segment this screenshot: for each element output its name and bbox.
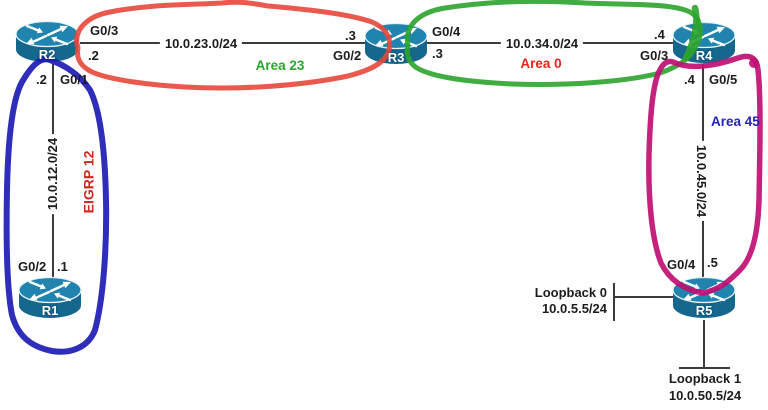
ip-label-r1-dot1: .1 [57, 259, 68, 274]
subnet-label-10-0-45: 10.0.45.0/24 [692, 140, 710, 222]
if-label-r1-g02: G0/2 [18, 259, 47, 274]
eigrp-12-label: EIGRP 12 [80, 150, 97, 214]
loopback1-subnet: 10.0.50.5/24 [668, 388, 742, 403]
router-label-r5: R5 [695, 303, 713, 318]
area-0-loop-stroke-end [682, 4, 700, 62]
if-label-r4-g05: G0/5 [709, 72, 738, 87]
router-label-r2: R2 [38, 47, 56, 62]
router-label-r4: R4 [695, 48, 713, 63]
ip-label-r4-dot4-left: .4 [654, 27, 665, 42]
link-lines [52, 42, 730, 369]
loopback0-subnet: 10.0.5.5/24 [541, 301, 607, 316]
if-label-r2-g01: G0/1 [60, 72, 89, 87]
area-0-loop [404, 0, 703, 88]
area-23-label: Area 23 [255, 58, 305, 73]
ip-label-r3-dot3-left: .3 [345, 28, 356, 43]
router-label-r1: R1 [41, 303, 59, 318]
if-label-r3-g04: G0/4 [432, 24, 461, 39]
area-0-label: Area 0 [520, 56, 562, 71]
loopback1-name: Loopback 1 [668, 371, 742, 386]
ip-label-r2-dot2: .2 [88, 48, 99, 63]
area-23-loop [74, 0, 393, 91]
if-label-r3-g02: G0/2 [333, 48, 362, 63]
if-label-r4-g03: G0/3 [640, 48, 669, 63]
if-label-r5-g04: G0/4 [667, 257, 696, 272]
if-label-r2-g03: G0/3 [90, 23, 119, 38]
subnet-label-10-0-34: 10.0.34.0/24 [500, 36, 584, 53]
subnet-label-10-0-23: 10.0.23.0/24 [159, 36, 243, 53]
loopback0-name: Loopback 0 [534, 285, 607, 300]
area-45-loop-stroke-blob [749, 58, 759, 68]
area-45-label: Area 45 [711, 114, 760, 129]
subnet-label-10-0-12: 10.0.12.0/24 [44, 133, 62, 215]
ip-label-r5-dot5: .5 [707, 255, 718, 270]
ip-label-r3-dot3-right: .3 [432, 46, 443, 61]
ip-label-r2-dot2-down: .2 [36, 72, 47, 87]
ip-label-r4-dot4-down: .4 [684, 72, 695, 87]
eigrp-12-loop [3, 56, 110, 355]
router-label-r3: R3 [387, 50, 405, 65]
